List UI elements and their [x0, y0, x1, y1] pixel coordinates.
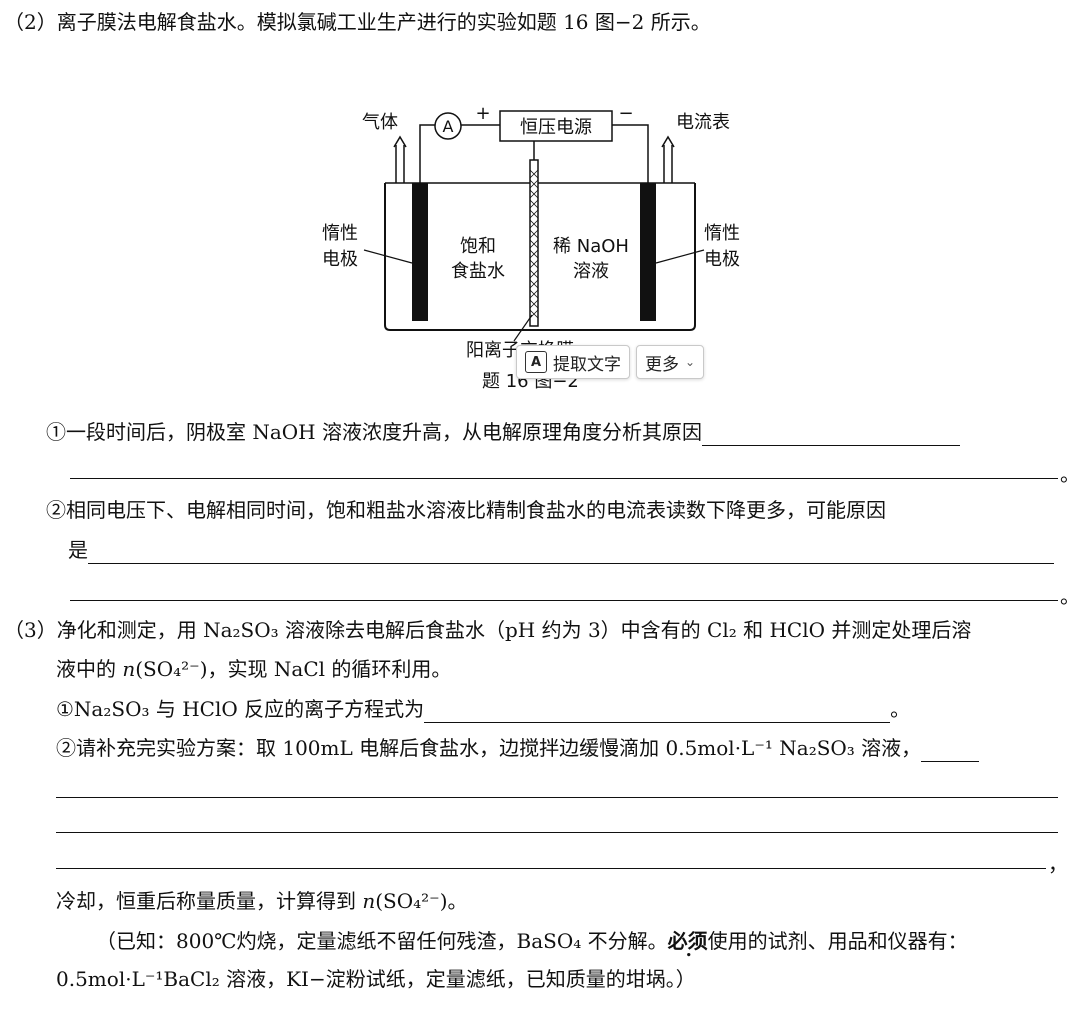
q2-sub2: ②相同电压下、电解相同时间，饱和粗盐水溶液比精制食盐水的电流表读数下降更多，可能…	[46, 498, 886, 522]
plus-sign: +	[475, 103, 490, 124]
left-electrode-pointer	[363, 249, 413, 264]
cation-exchange-membrane	[529, 159, 539, 327]
q3-known-line1: （已知：800℃灼烧，定量滤纸不留任何残渣，BaSO₄ 不分解。必须使用的试剂、…	[96, 927, 968, 955]
answer-blank[interactable]	[701, 423, 960, 446]
q3-sub2: ②请补充完实验方案：取 100mL 电解后食盐水，边搅拌边缓慢滴加 0.5mol…	[56, 734, 980, 762]
power-supply	[499, 110, 613, 142]
period: 。	[1060, 584, 1080, 608]
comma: ，	[1048, 852, 1068, 876]
answer-blank[interactable]	[56, 868, 1046, 869]
ammeter-icon	[434, 112, 462, 140]
q3-known-line2: 0.5mol·L⁻¹BaCl₂ 溶液，KI−淀粉试纸，定量滤纸，已知质量的坩埚。…	[56, 967, 696, 991]
minus-sign: −	[618, 103, 633, 124]
left-electrode-label-2: 电极	[322, 249, 358, 270]
power-supply-label: 恒压电源	[520, 117, 592, 138]
wire-left	[419, 124, 435, 183]
emphasis-text: 必须	[668, 929, 708, 953]
answer-blank[interactable]	[424, 700, 891, 723]
right-electrode-label-2: 电极	[704, 249, 740, 270]
q2-title: （2）离子膜法电解食盐水。模拟氯碱工业生产进行的实验如题 16 图−2 所示。	[4, 10, 711, 34]
answer-blank[interactable]	[88, 541, 1054, 564]
beaker	[384, 183, 696, 331]
left-gas-outlet-icon	[393, 135, 407, 183]
right-solution-label-1: 稀 NaOH	[553, 236, 629, 257]
answer-blank[interactable]	[56, 797, 1058, 798]
right-electrode-label-1: 惰性	[704, 223, 740, 244]
right-electrode	[640, 183, 656, 321]
text-recognition-icon: A	[525, 351, 547, 373]
left-solution-label-1: 饱和	[460, 236, 496, 257]
extract-text-button[interactable]: A 提取文字	[516, 345, 630, 379]
q3-line2: 液中的 n(SO₄²⁻)，实现 NaCl 的循环利用。	[56, 657, 452, 681]
ammeter-label: 电流表	[676, 112, 730, 133]
right-gas-outlet-icon	[661, 135, 675, 183]
left-electrode-label-1: 惰性	[322, 223, 358, 244]
period: 。	[1060, 462, 1080, 486]
q3-line1: （3）净化和测定，用 Na₂SO₃ 溶液除去电解后食盐水（pH 约为 3）中含有…	[4, 618, 972, 642]
answer-blank[interactable]	[70, 600, 1058, 601]
answer-blank[interactable]	[921, 739, 980, 762]
right-electrode-pointer	[655, 249, 705, 264]
membrane-pointer	[513, 314, 533, 342]
left-electrode	[412, 183, 428, 321]
q3-cool-line: 冷却，恒重后称量质量，计算得到 n(SO₄²⁻)。	[56, 889, 468, 913]
answer-blank[interactable]	[56, 832, 1058, 833]
q2-sub1: ①一段时间后，阴极室 NaOH 溶液浓度升高，从电解原理角度分析其原因	[46, 418, 960, 446]
gas-label: 气体	[362, 112, 398, 133]
electrolysis-diagram: A 恒压电源 + − 气体 电流表 惰性 电极 惰性 电极 饱和 食盐水 稀 N…	[322, 103, 740, 392]
ammeter-symbol: A	[443, 117, 454, 136]
q2-sub2-cont: 是	[68, 536, 1054, 564]
answer-blank[interactable]	[70, 478, 1058, 479]
wire-right	[612, 124, 649, 183]
more-label: 更多	[645, 354, 679, 375]
right-solution-label-2: 溶液	[573, 261, 609, 282]
left-solution-label-2: 食盐水	[451, 261, 505, 282]
chevron-down-icon: ⌄	[685, 355, 696, 369]
more-button[interactable]: 更多 ⌄	[636, 345, 705, 379]
q3-sub1: ①Na₂SO₃ 与 HClO 反应的离子方程式为。	[56, 697, 911, 723]
extract-text-label: 提取文字	[553, 354, 621, 375]
floating-toolbar: A 提取文字 更多 ⌄	[516, 345, 705, 379]
